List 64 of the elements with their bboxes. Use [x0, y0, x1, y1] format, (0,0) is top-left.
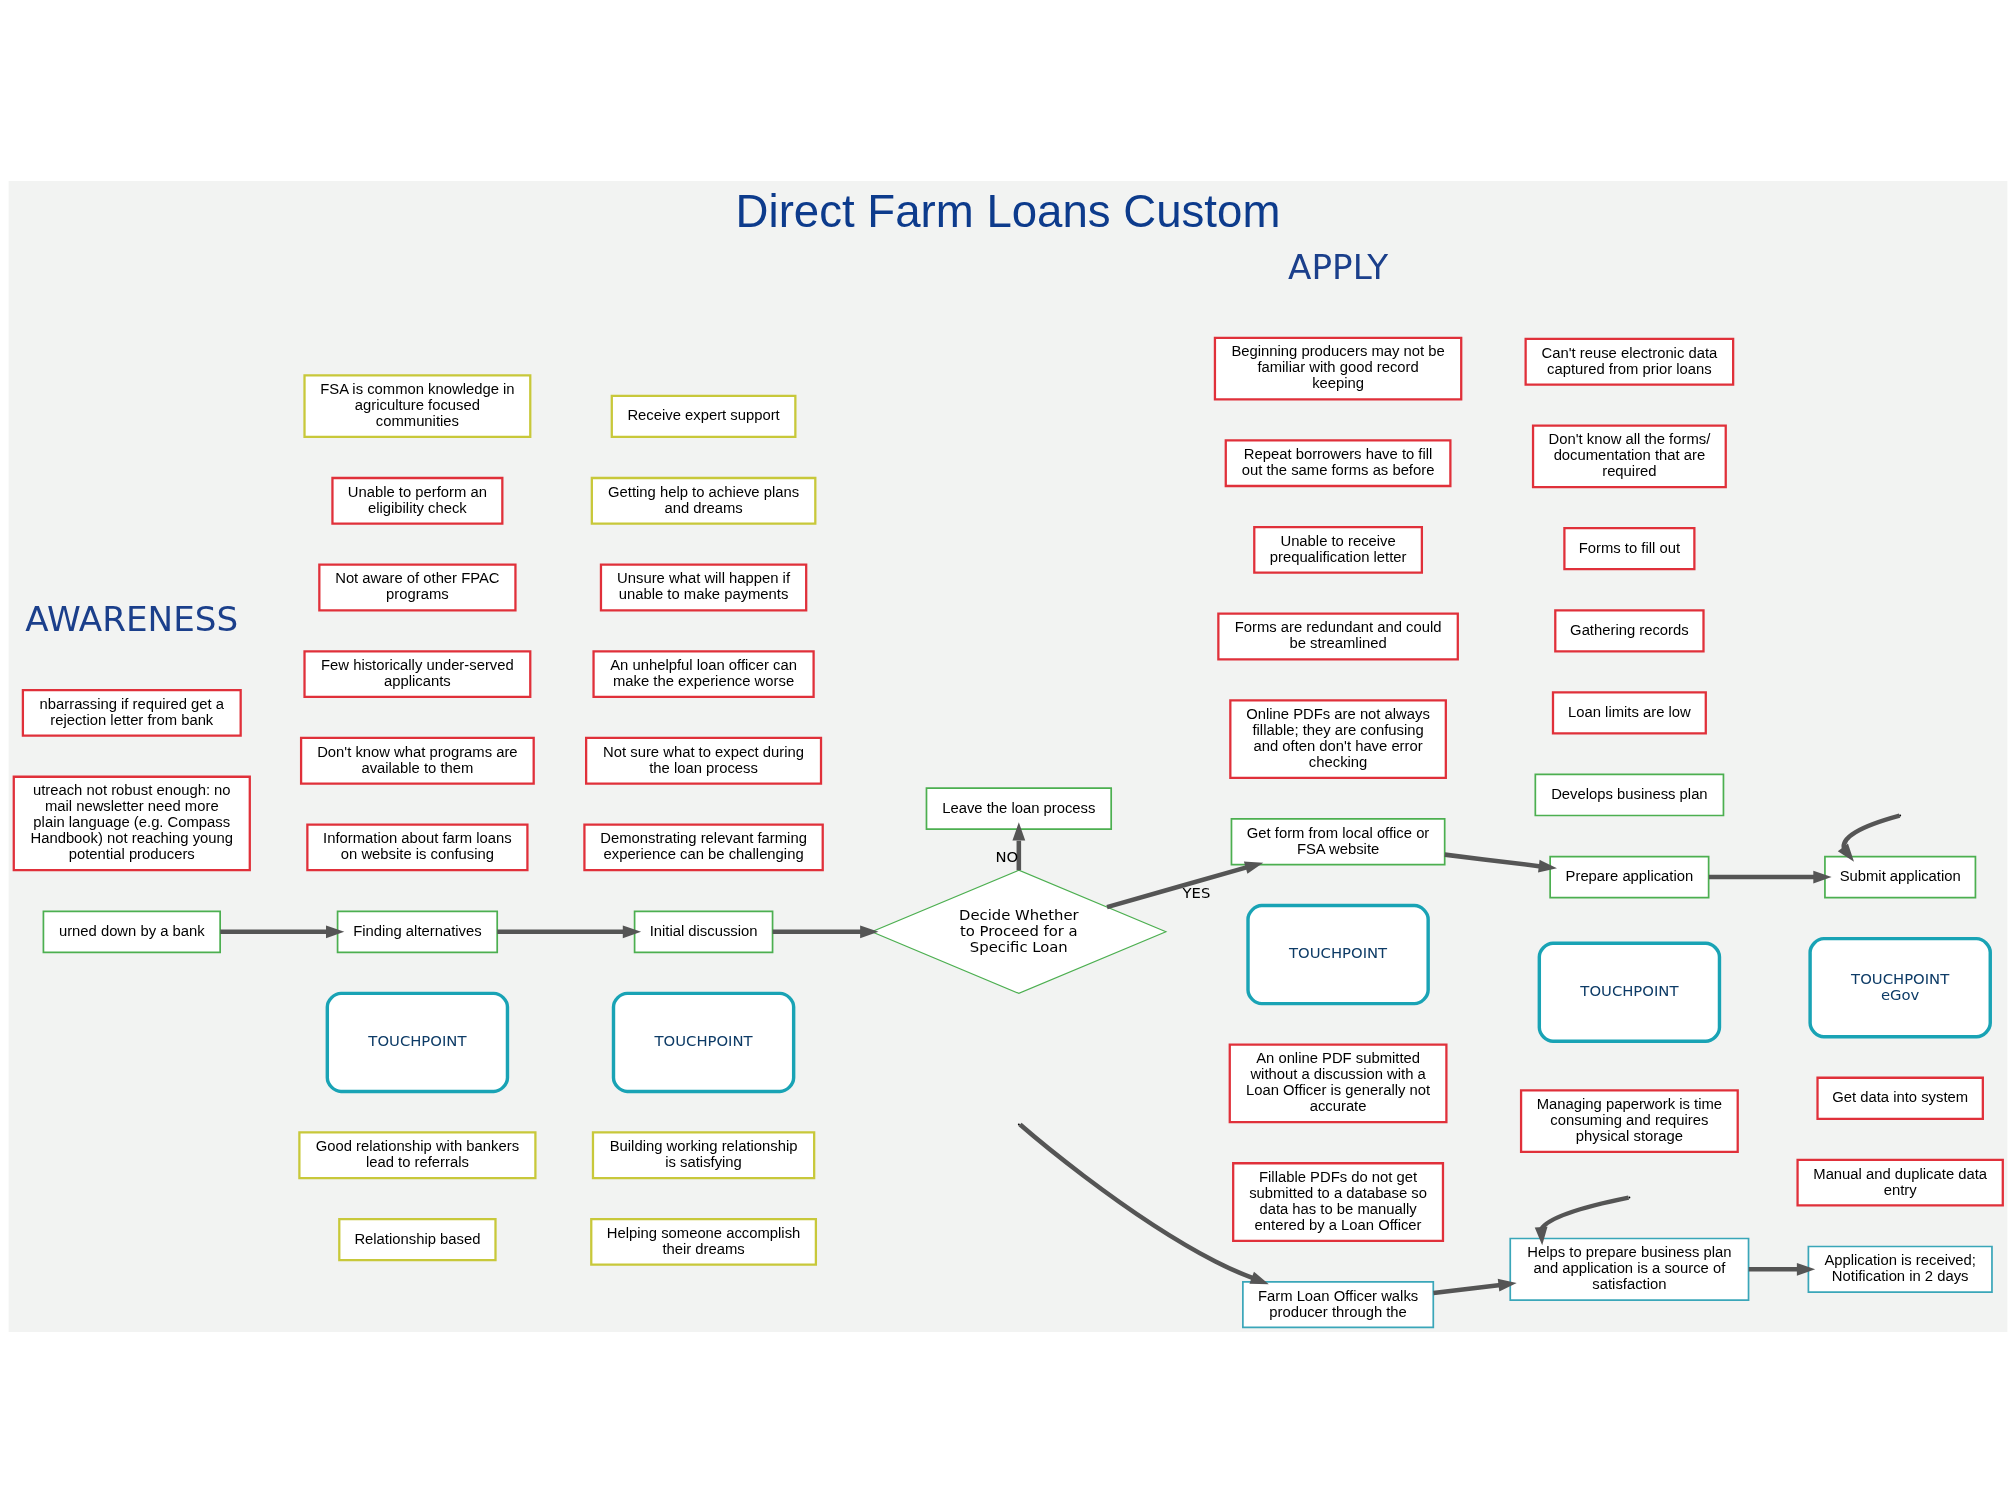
- node-box: Getting help to achieve plans and dreams: [590, 476, 817, 525]
- node-box: urned down by a bank: [42, 909, 221, 953]
- node-box: Get form from local office or FSA website: [1230, 817, 1446, 865]
- node-box: Unsure what will happen if unable to make payments: [599, 563, 808, 611]
- label: APPLY: [1288, 246, 1389, 287]
- label: AWARENESS: [25, 598, 239, 639]
- node-box: Helps to prepare business plan and application is a source of satisfaction: [1509, 1237, 1750, 1301]
- node-box: Loan limits are low: [1551, 690, 1707, 735]
- diagram-title: Direct Farm Loans Custom: [735, 185, 1281, 237]
- node-box: Develops business plan: [1534, 773, 1725, 816]
- node-box: utreach not robust enough: no mail newsletter need more plain language (e.g. Compass Handbook) not reaching young potential producers: [12, 775, 251, 871]
- node-box: Manual and duplicate data entry: [1796, 1158, 2004, 1207]
- node-box: Prepare application: [1549, 855, 1710, 898]
- node-box: Good relationship with bankers lead to referrals: [298, 1130, 537, 1179]
- node-box: Few historically under-served applicants: [303, 649, 532, 698]
- node-box: Unable to perform an eligibility check: [331, 476, 504, 525]
- node-box: Finding alternatives: [336, 909, 499, 953]
- node-box: Unable to receive prequalification letter: [1253, 525, 1424, 574]
- node-box: Fillable PDFs do not get submitted to a database so data has to be manually entered by a Loan Officer: [1232, 1161, 1445, 1242]
- node-box: Not aware of other FPAC programs: [318, 563, 517, 611]
- node-box: TOUCHPOINT: [611, 991, 796, 1093]
- node-box: FSA is common knowledge in agriculture focused communities: [303, 373, 532, 438]
- node-box: Forms are redundant and could be streamlined: [1217, 612, 1459, 660]
- arrow: [1748, 1262, 1816, 1276]
- node-box: TOUCHPOINT eGov: [1808, 936, 1992, 1038]
- node-box: Building working relationship is satisfying: [591, 1130, 816, 1179]
- node-box: TOUCHPOINT: [1246, 903, 1430, 1005]
- node-box: Can't reuse electronic data captured from prior loans: [1524, 337, 1735, 386]
- node-box: Not sure what to expect during the loan process: [585, 736, 823, 785]
- arrow: [497, 924, 642, 938]
- arrow: [1433, 1278, 1517, 1295]
- node-box: Leave the loan process: [925, 786, 1113, 830]
- node-box: Get data into system: [1816, 1076, 1984, 1120]
- node-box: An online PDF submitted without a discussion with a Loan Officer is generally not accurate: [1228, 1043, 1448, 1123]
- arrow: [772, 924, 879, 938]
- node-box: Receive expert support: [610, 394, 797, 438]
- arrow: [1444, 851, 1557, 872]
- node-box: Farm Loan Officer walks producer through the: [1242, 1280, 1435, 1328]
- node-box: Application is received; Notification in 2 days: [1807, 1245, 1993, 1293]
- node-box: Helping someone accomplish their dreams: [590, 1217, 817, 1266]
- node-box: Online PDFs are not always fillable; they are confusing and often don't have error checking: [1229, 698, 1447, 779]
- node-box: Demonstrating relevant farming experience can be challenging: [583, 823, 824, 871]
- arrow: [1708, 870, 1832, 883]
- node-box: Don't know what programs are available to them: [299, 736, 535, 785]
- node-box: Forms to fill out: [1563, 526, 1696, 570]
- arrow: [1534, 1194, 1630, 1245]
- arrow: [1018, 1122, 1269, 1284]
- node-box: An unhelpful loan officer can make the experience worse: [592, 649, 815, 698]
- node-box: Managing paperwork is time consuming and requires physical storage: [1519, 1088, 1739, 1153]
- arrow: [1106, 861, 1264, 909]
- edge-label: YES: [1182, 883, 1211, 901]
- node-box: Gathering records: [1554, 608, 1705, 652]
- node-box: Initial discussion: [633, 909, 774, 953]
- node-box: nbarrassing if required get a rejection letter from bank: [21, 688, 242, 737]
- node-box: Information about farm loans on website is confusing: [306, 823, 529, 871]
- node-box: TOUCHPOINT: [325, 991, 510, 1093]
- node-box: Repeat borrowers have to fill out the same forms as before: [1224, 438, 1452, 487]
- node-box: TOUCHPOINT: [1537, 941, 1722, 1043]
- node-box: Submit application: [1824, 855, 1977, 898]
- node-box: Don't know all the forms/ documentation that are required: [1531, 423, 1727, 488]
- node-box: Relationship based: [338, 1217, 497, 1261]
- node-box: Beginning producers may not be familiar with good record keeping: [1213, 336, 1463, 400]
- arrow: [1012, 821, 1026, 870]
- arrow: [220, 924, 345, 938]
